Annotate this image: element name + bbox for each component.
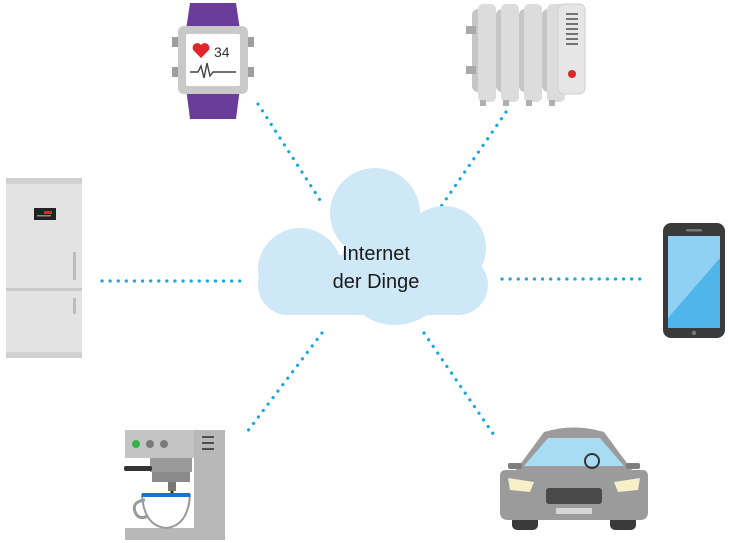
car-icon [500, 427, 648, 530]
connector-watch [256, 102, 322, 202]
status-light [132, 440, 140, 448]
steering-wheel [584, 453, 600, 469]
connector-coffee [242, 331, 324, 438]
cloud-label: Internet der Dinge [296, 240, 456, 296]
pulse-icon [190, 62, 236, 79]
smartphone-icon [663, 223, 725, 338]
cloud-icon [258, 168, 488, 325]
watch-heart-rate: 34 [214, 44, 230, 60]
refrigerator-icon [6, 178, 82, 358]
cloud-label-line2: der Dinge [332, 271, 420, 293]
coffee-machine-icon [124, 430, 225, 540]
radiator-icon [466, 3, 586, 106]
thermostat-knob [568, 70, 576, 78]
heart-icon [192, 43, 210, 58]
smartwatch-icon: 34 [172, 3, 254, 119]
connector-radiator [438, 110, 508, 210]
cloud-label-line1: Internet [342, 243, 410, 265]
connector-car [422, 331, 498, 440]
connector-lines [100, 102, 644, 440]
